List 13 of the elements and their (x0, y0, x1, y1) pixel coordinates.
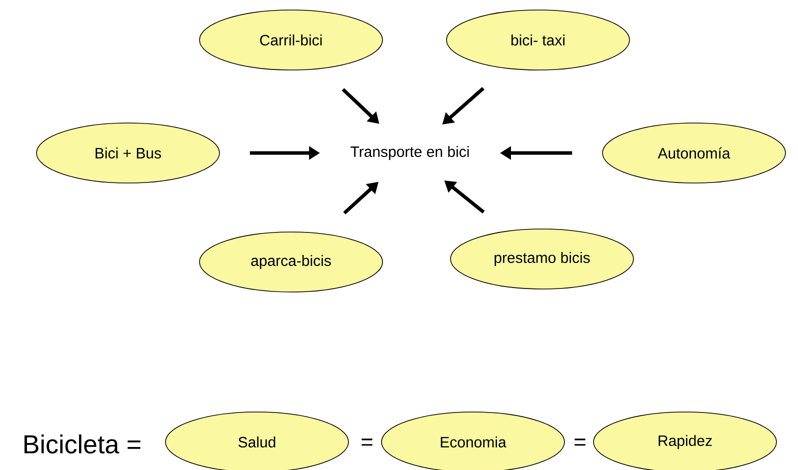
ellipse-node: Rapidez (593, 412, 777, 470)
ellipse-node: Carril-bici (199, 10, 383, 70)
ellipse-node: Autonomía (602, 122, 786, 184)
ellipse-node: Economia (381, 412, 565, 470)
ellipse-node: aparca-bicis (199, 232, 383, 292)
central-text: Transporte en bici (350, 146, 469, 160)
ellipse-node: prestamo bicis (450, 228, 634, 290)
equation-text: Bicicleta = (24, 434, 140, 454)
ellipse-node: Salud (165, 412, 349, 470)
ellipse-node: Bici + Bus (36, 122, 220, 184)
equation-text: = (574, 438, 586, 446)
equation-text: = (362, 438, 372, 446)
ellipse-node: bici- taxi (446, 10, 630, 70)
